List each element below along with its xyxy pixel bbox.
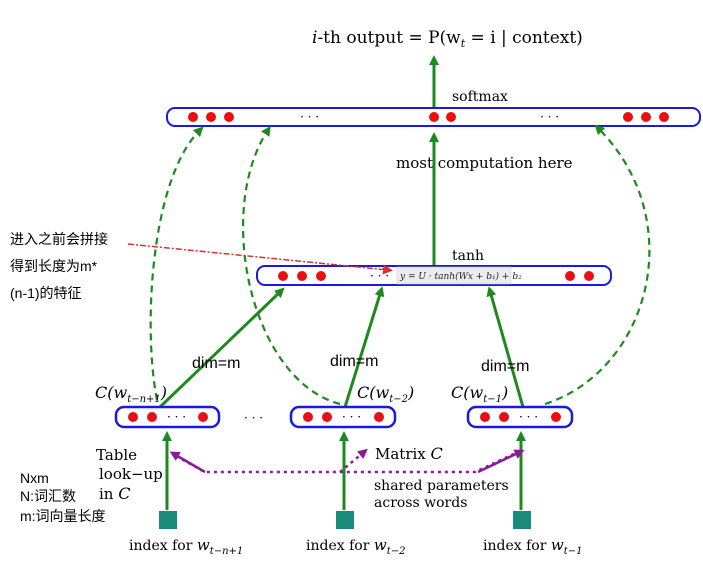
neuron-dot [623,112,633,122]
shared-arrow-left [169,451,206,474]
context-box-2: · · · [289,405,397,429]
ellipsis: · · · [370,269,389,283]
context-label-3: C(wt−1) [451,383,508,405]
computation-label: most computation here [396,154,573,172]
neuron-dot [499,412,509,422]
neuron-dot [322,412,332,422]
tanh-dots [278,271,594,281]
neuron-dot [128,412,138,422]
neuron-dot [188,112,198,122]
neuron-dot [641,112,651,122]
embedding-box [466,405,574,429]
neuron-dot [206,112,216,122]
neuron-dot [224,112,234,122]
neuron-dot [565,271,575,281]
vocab-size-annotation: N:词汇数 [20,488,76,504]
title-main: -th output = P(w [317,28,461,48]
neuron-dot [584,271,594,281]
neuron-dot [659,112,669,122]
shared-arrow-right [477,449,525,474]
formula-box [396,266,512,285]
concat-annotation-arrow [127,243,393,275]
shared-params-line1: shared parameters [374,478,509,494]
concat-annotation-line2: 得到长度为m* [10,258,98,274]
neuron-dot [374,412,384,422]
table-label-line1: Table [96,446,137,464]
ellipsis: · · · [519,410,538,424]
skip-arc-mid [242,125,341,406]
ellipsis: · · · [167,410,186,424]
context2-to-tanh-arrow [343,286,385,408]
context3-to-tanh-arrow [486,286,525,408]
ellipsis: · · · [342,410,361,424]
neuron-dot [303,412,313,422]
concat-annotation-line1: 进入之前会拼接 [10,231,108,247]
dim-label-right: dim=m [481,358,529,375]
output-title: i-th output = P(wt = i | context) [312,28,583,50]
index-square-3 [513,511,531,529]
between-boxes-ellipsis: · · · [244,411,263,425]
context-label-2: C(wt−2) [357,383,414,405]
shared-params-line [175,450,519,474]
title-prefix: i [312,28,317,48]
softmax-dots [188,112,669,122]
neuron-dot [278,271,288,281]
shared-arrow-mid [339,448,368,473]
neuron-dot [147,412,157,422]
index-square-1 [159,511,177,529]
context-box-3: · · · [466,405,574,429]
shared-params-line2: across words [374,495,467,511]
index-label-1: index for wt−n+1 [129,536,243,557]
index-label-2: index for wt−2 [306,536,405,557]
ellipsis: · · · [540,110,559,124]
nxm-annotation: Nxm [20,470,49,486]
tanh-label: tanh [452,248,484,264]
vector-length-annotation: m:词向量长度 [20,508,106,524]
matrix-label: Matrix C [375,444,443,463]
embedding-box [114,405,221,429]
context1-to-tanh-arrow [158,287,285,409]
context-label-1: C(wt−n+1) [95,383,167,405]
neuron-dot [551,412,561,422]
embedding-box [289,405,397,429]
dim-label-mid: dim=m [330,353,378,370]
dim-label-left: dim=m [192,355,240,372]
neuron-dot [198,412,208,422]
concat-annotation-line3: (n-1)的特征 [10,285,82,301]
index-square-2 [336,511,354,529]
neuron-dot [446,112,456,122]
title-rest: = i | context) [465,28,583,48]
ellipsis: · · · [300,110,319,124]
softmax-label: softmax [452,89,508,105]
neuron-dot [429,112,439,122]
table-label-line2: look−up [99,465,163,483]
table-label-line3: in C [99,484,130,503]
context-box-1: · · · [114,405,221,429]
title-sub: t [461,37,466,50]
formula-text: y = U · tanh(Wx + b₁) + b₂ [399,271,522,282]
skip-arc-right [544,124,651,406]
neuron-dot [480,412,490,422]
neuron-dot [297,271,307,281]
index-label-3: index for wt−1 [483,536,582,557]
neuron-dot [316,271,326,281]
